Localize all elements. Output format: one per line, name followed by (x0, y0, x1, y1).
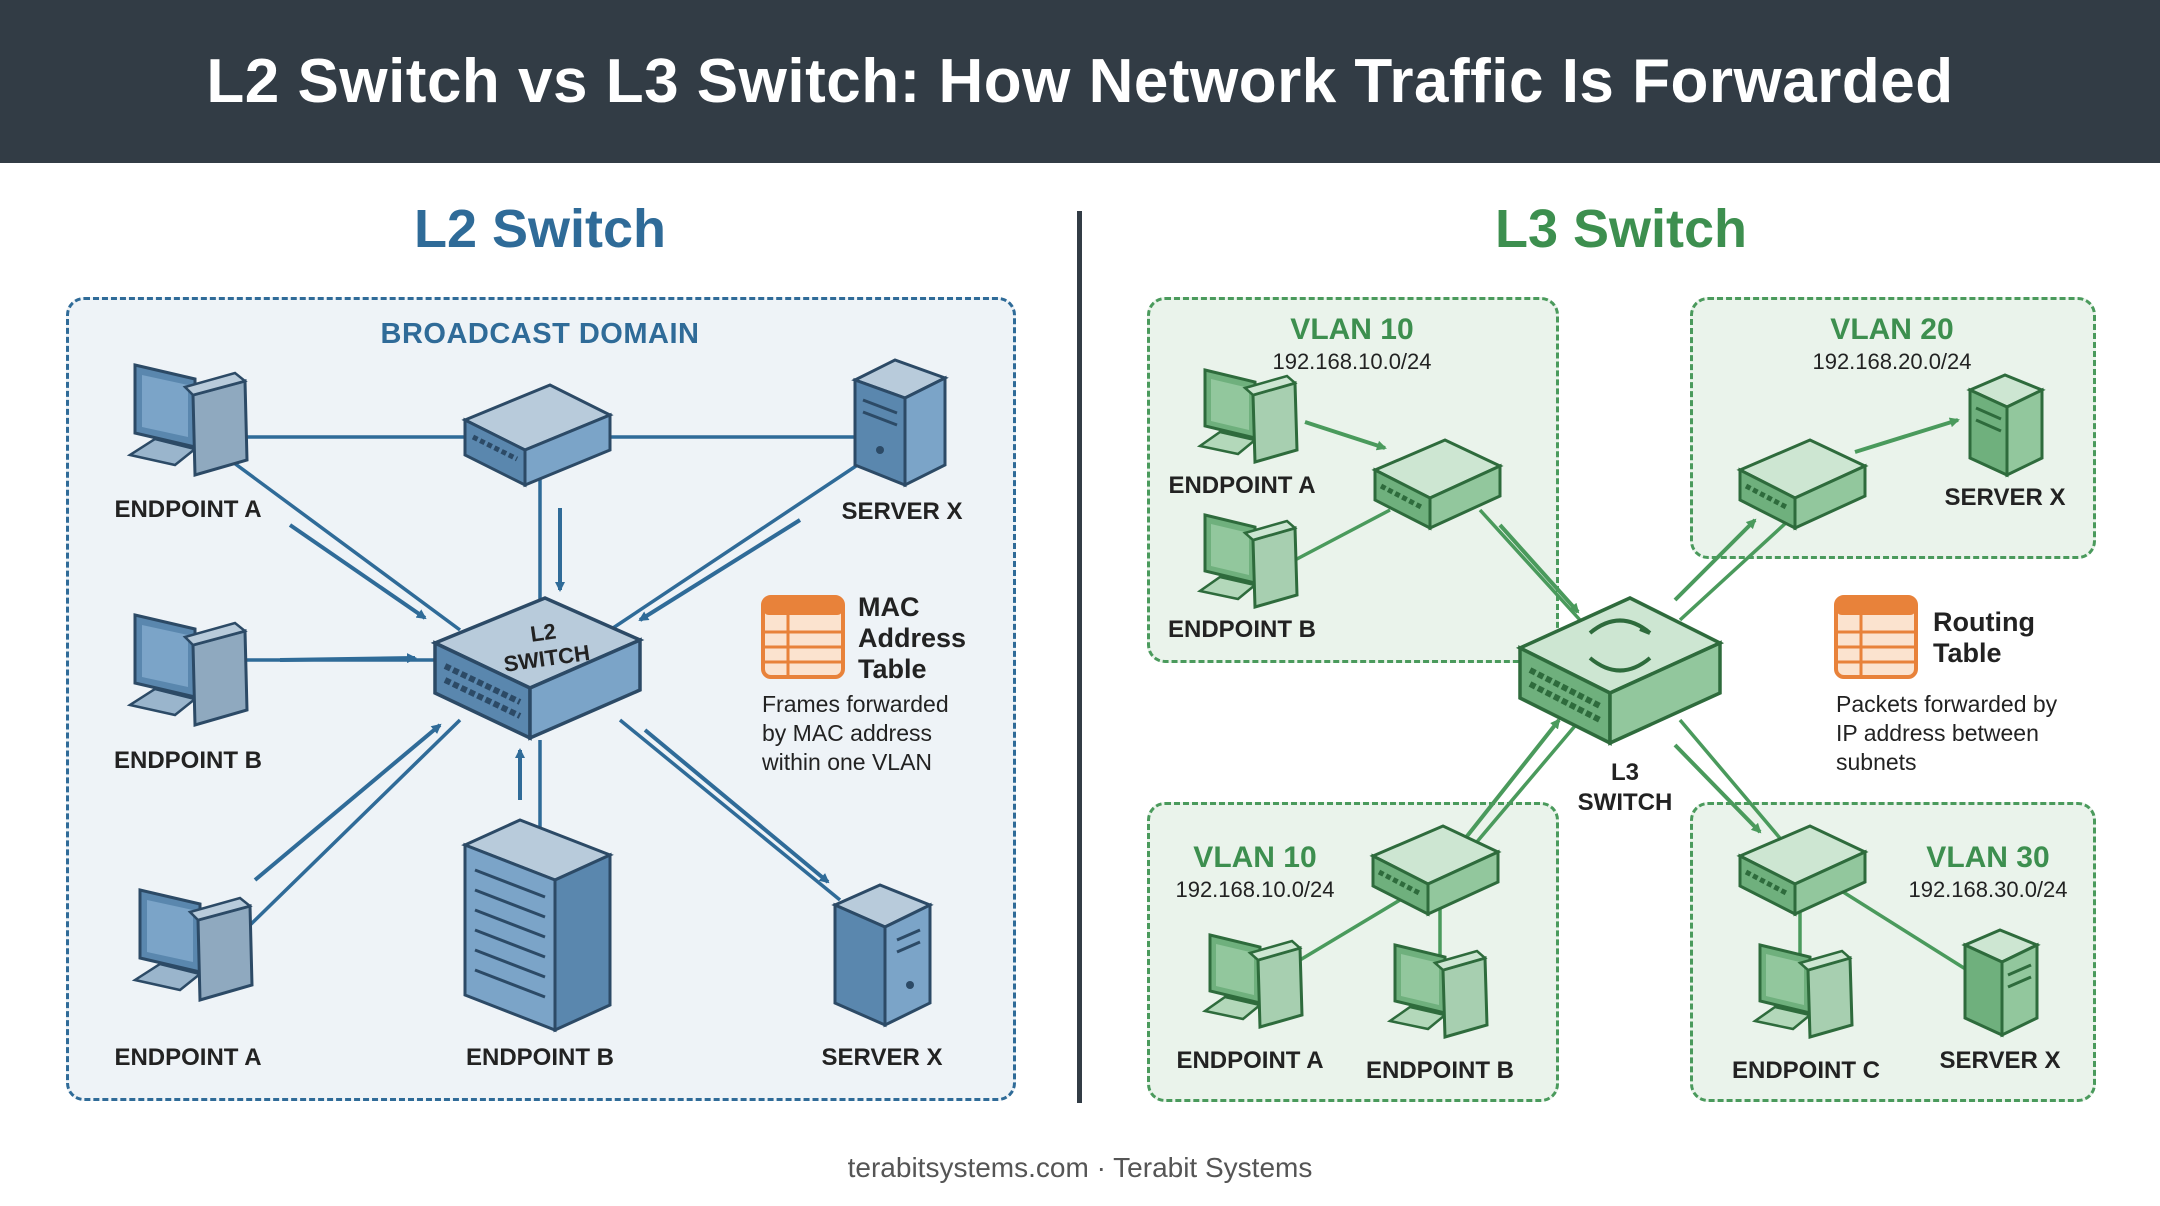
mac-note-line1: Frames forwarded (762, 691, 949, 717)
l3-arrows (1304, 417, 1960, 842)
label-v10b-endpoint-a: ENDPOINT A (1176, 1047, 1324, 1074)
l3-switch-label-line2: SWITCH (1577, 789, 1673, 816)
switch-icon-v10 (1371, 438, 1504, 531)
mac-table-title: MAC Address Table (858, 592, 966, 685)
mac-table-title-line3: Table (858, 654, 927, 684)
server-icon-v30-server-x (1961, 928, 2041, 1038)
computer-icon-endpoint-a-top (126, 363, 249, 477)
link-server-x-top-to-l2-switch (609, 448, 881, 632)
label-endpoint-a-top: ENDPOINT A (114, 496, 262, 523)
broadcast-domain-label: BROADCAST DOMAIN (380, 318, 700, 350)
vlan-20-subnet: 192.168.20.0/24 (1812, 349, 1972, 374)
label-endpoint-a-bottom: ENDPOINT A (114, 1044, 262, 1071)
table-icon-routing (1834, 595, 1918, 679)
arrow-v20-to-server (1854, 417, 1960, 454)
switch-icon-v30 (1736, 824, 1869, 917)
vlan-30-label: VLAN 30 192.168.30.0/24 (1908, 841, 2067, 903)
link-v30-server-x (1839, 888, 1976, 977)
link-l2-switch-to-server-x-bottom (618, 718, 842, 902)
computer-icon-v30-endpoint-c (1751, 943, 1854, 1039)
computer-icon-v10b-endpoint-b (1386, 943, 1489, 1039)
vlan-30-subnet: 192.168.30.0/24 (1908, 877, 2068, 902)
label-v10-endpoint-b: ENDPOINT B (1167, 616, 1317, 643)
computer-icon-v10b-endpoint-a (1201, 933, 1304, 1029)
l2-arrows (253, 508, 830, 884)
arrow-switch-to-server (643, 728, 830, 884)
link-l3-to-v30-switch (1678, 718, 1792, 852)
switch-icon-l2-top (461, 383, 614, 488)
arrow-a-to-switch (288, 523, 427, 620)
vlan-10-top-name: VLAN 10 (1290, 313, 1414, 346)
link-v10-switch-to-l3 (1478, 508, 1582, 622)
vlan-10-top-label: VLAN 10 192.168.10.0/24 (1272, 313, 1431, 375)
vlan-10-top-subnet: 192.168.10.0/24 (1272, 349, 1432, 374)
arrow-b-to-switch (279, 653, 417, 664)
switch-icon-v10b (1369, 824, 1502, 917)
routing-table-title: Routing Table (1933, 607, 2035, 669)
mac-note-line3: within one VLAN (762, 749, 933, 775)
mac-table-title-line2: Address (858, 623, 967, 653)
server-rack-icon-endpoint-b-bottom (461, 818, 614, 1033)
label-endpoint-b-mid: ENDPOINT B (113, 747, 263, 774)
arrow-v10-to-l3 (1498, 523, 1580, 614)
l3-switch-label: L3 SWITCH (1578, 758, 1673, 818)
link-l3-to-v20-switch (1678, 508, 1802, 622)
routing-table-note: Packets forwarded by IP address between … (1836, 690, 2057, 777)
table-icon-mac (761, 595, 845, 679)
routing-table-title-line2: Table (1933, 638, 2002, 668)
l2-links (228, 435, 881, 932)
arrow-l3-to-v20 (1673, 518, 1757, 602)
mac-note-line2: by MAC address (762, 720, 933, 746)
switch-icon-v20 (1736, 438, 1869, 531)
vlan-10-bottom-name: VLAN 10 (1193, 841, 1317, 874)
label-v20-server-x: SERVER X (1944, 484, 2066, 511)
routing-table-title-line1: Routing (1933, 607, 2035, 637)
label-v10b-endpoint-b: ENDPOINT B (1365, 1057, 1515, 1084)
label-v30-endpoint-c: ENDPOINT C (1731, 1057, 1881, 1084)
vlan-10-bottom-label: VLAN 10 192.168.10.0/24 (1175, 841, 1334, 903)
label-server-x-bottom: SERVER X (821, 1044, 943, 1071)
switch-icon-l2-main (430, 596, 645, 741)
l3-switch-label-line1: L3 (1610, 759, 1639, 786)
arrow-v10-a-to-switch (1304, 420, 1387, 451)
mac-table-note: Frames forwarded by MAC address within o… (762, 690, 949, 777)
vlan-20-label: VLAN 20 192.168.20.0/24 (1812, 313, 1971, 375)
link-endpoint-a-bottom-to-l2-switch (243, 718, 462, 932)
switch-icon-l3-main (1515, 596, 1725, 746)
l2-panel-title: L2 Switch (413, 199, 667, 259)
label-v30-server-x: SERVER X (1939, 1047, 2061, 1074)
vlan-10-bottom-subnet: 192.168.10.0/24 (1175, 877, 1335, 902)
link-endpoint-a-top-to-l2-switch (228, 458, 462, 632)
label-v10-endpoint-a: ENDPOINT A (1168, 472, 1316, 499)
computer-icon-v10-endpoint-a (1196, 368, 1299, 464)
arrow-a-bottom-to-switch (253, 723, 442, 882)
mac-table-title-line1: MAC (858, 592, 920, 622)
label-server-x-top: SERVER X (841, 498, 963, 525)
routing-note-line2: IP address between (1836, 720, 2039, 746)
page-title: L2 Switch vs L3 Switch: How Network Traf… (206, 47, 1954, 116)
arrow-l3-to-v30 (1673, 743, 1762, 834)
link-v10-endpoint-b-to-switch (1294, 508, 1391, 562)
footer-credit: terabitsystems.com · Terabit Systems (847, 1152, 1313, 1183)
computer-icon-endpoint-a-bottom (131, 888, 254, 1002)
server-icon-server-x-bottom (831, 883, 934, 1028)
link-l3-to-v10b-switch (1468, 718, 1582, 852)
computer-icon-v10-endpoint-b (1196, 513, 1299, 609)
routing-note-line3: subnets (1836, 749, 1917, 775)
server-icon-server-x-top (851, 358, 949, 488)
label-endpoint-b-bottom: ENDPOINT B (465, 1044, 615, 1071)
l3-panel-title: L3 Switch (1494, 199, 1748, 259)
computer-icon-endpoint-b-mid (126, 613, 249, 727)
vlan-30-name: VLAN 30 (1926, 841, 2050, 874)
vlan-20-name: VLAN 20 (1830, 313, 1954, 346)
link-v10b-endpoint-a (1299, 898, 1401, 962)
page-header: L2 Switch vs L3 Switch: How Network Traf… (0, 0, 2160, 163)
arrow-l3-to-v10b (1462, 718, 1561, 842)
routing-note-line1: Packets forwarded by (1836, 691, 2058, 717)
arrow-server-to-switch (638, 518, 802, 622)
server-icon-v20-server-x (1966, 373, 2046, 478)
panel-divider (1077, 211, 1082, 1103)
